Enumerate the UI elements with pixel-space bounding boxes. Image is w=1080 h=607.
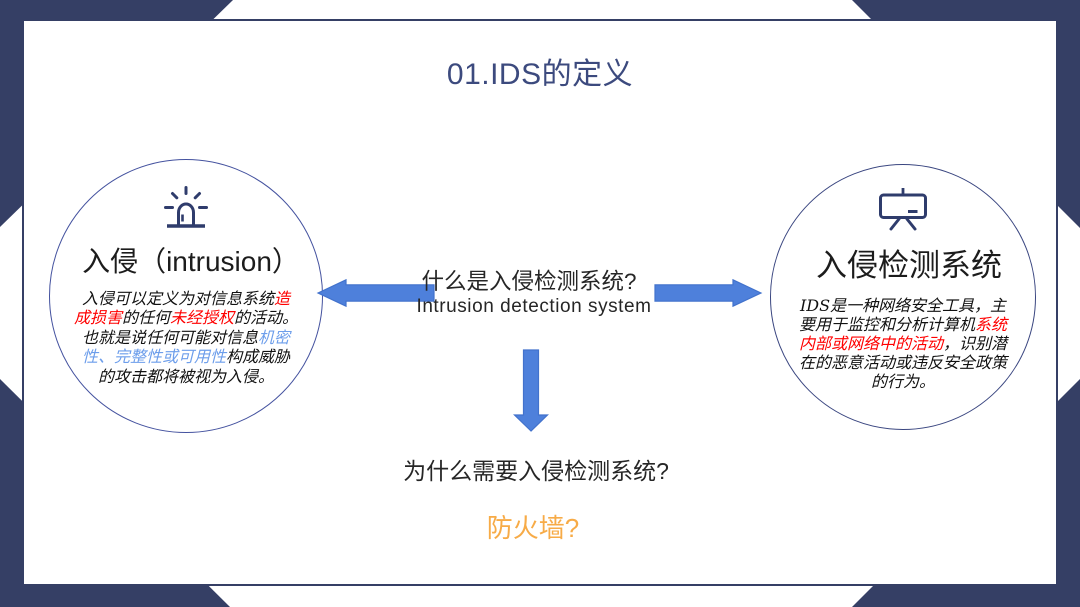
presentation-board-icon — [879, 188, 927, 231]
arrow-right-icon — [654, 278, 763, 308]
alarm-siren-icon — [164, 186, 208, 228]
intrusion-circle: 入侵（intrusion） 入侵可以定义为对信息系统造 成损害的任何未经授权的活… — [49, 159, 323, 433]
question-what: 什么是入侵检测系统? — [421, 269, 637, 294]
arrow-down-icon — [513, 349, 549, 432]
ids-description: IDS是一种网络安全工具，主 要用于监控和分析计算机系统 内部或网络中的活动，识… — [798, 296, 1008, 391]
intrusion-heading: 入侵（intrusion） — [82, 246, 300, 277]
arrow-left-icon — [316, 278, 435, 308]
question-why: 为什么需要入侵检测系统? — [403, 458, 669, 484]
slide-title: 01.IDS的定义 — [446, 58, 634, 91]
intrusion-description: 入侵可以定义为对信息系统造 成损害的任何未经授权的活动。 也就是说任何可能对信息… — [73, 289, 299, 386]
ids-circle: 入侵检测系统 IDS是一种网络安全工具，主 要用于监控和分析计算机系统 内部或网… — [770, 164, 1036, 430]
ids-heading: 入侵检测系统 — [816, 248, 1002, 283]
question-what-english: Intrusion detection system — [416, 296, 652, 317]
firewall-text: 防火墙? — [486, 513, 580, 543]
